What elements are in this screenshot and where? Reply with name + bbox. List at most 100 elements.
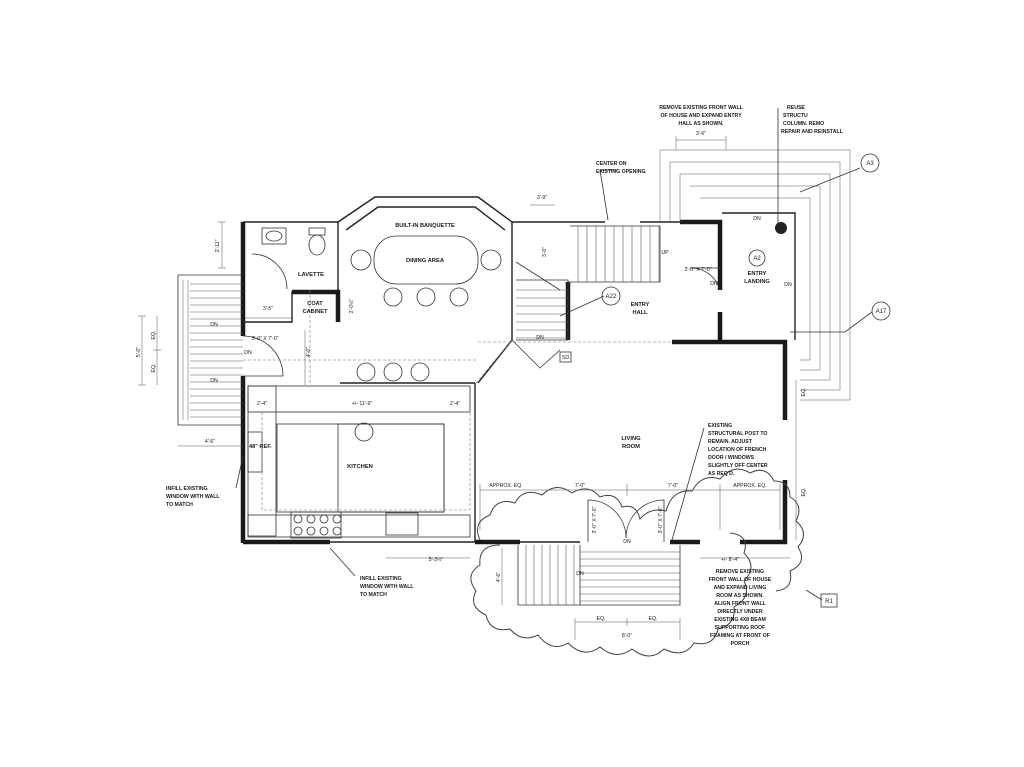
note-line: WINDOW WITH WALL (166, 494, 220, 500)
porch-stair-treads (525, 545, 680, 605)
dim-eq-side1: EQ. (801, 388, 807, 397)
note-line: INFILL EXISTING (166, 486, 208, 492)
dim-2-4-right: 2'-4" (450, 401, 460, 407)
landing-ring-legs (659, 150, 681, 222)
kitchen-fixtures (247, 362, 471, 539)
dimension-labels: 2'-11" 3'-5" 2'-0½" 3'-0" X 7'-0" EQ. EQ… (136, 131, 807, 639)
entry-landing-box (722, 212, 796, 340)
tag-a17: A17 (876, 309, 887, 315)
sink-icon (261, 227, 287, 245)
dim-4-6-porch: 4'-6" (496, 572, 502, 582)
stool-icon (383, 362, 403, 382)
room-living-1: LIVING (621, 436, 641, 442)
leader-infill-bottom (329, 547, 356, 577)
note-line: HALL AS SHOWN. (679, 121, 725, 127)
landing-ring-4 (690, 185, 821, 371)
dim-line-eq (153, 316, 161, 385)
lower-counter-icon (247, 514, 471, 538)
porch-stair-outline (517, 545, 681, 606)
note-line: OF HOUSE AND EXPAND ENTRY (660, 113, 742, 119)
entry-east-wall (680, 219, 723, 290)
note-line: EXISTING OPENING (596, 169, 646, 175)
west-stair (177, 274, 243, 426)
label-sd: SD (562, 355, 569, 361)
dim-2-4-left: 2'-4" (257, 401, 267, 407)
tag-circle (860, 153, 880, 173)
kitchen-sink-icon (385, 512, 419, 536)
dim-5-3h: 5'-3½" (429, 556, 444, 563)
note-remove-living-wall: REMOVE EXISTING FRONT WALL OF HOUSE AND … (709, 569, 772, 647)
note-line: EXISTING (708, 423, 732, 429)
burner-icon (293, 514, 303, 524)
upper-stair-treads (577, 226, 660, 282)
hidden-line-soffit (261, 412, 471, 511)
dim-door-entry: 3'-0" X 7'-0" (684, 267, 711, 273)
section-tags: A3 A17 A2 A22 R1 SD (559, 153, 891, 608)
kitchen-island-overhang (337, 423, 445, 513)
leader-a22 (559, 295, 605, 317)
note-line: STRUCTURAL POST TO (708, 431, 767, 437)
burner-icon (319, 526, 329, 536)
note-reuse-column: REUSE STRUCTU COLUMN. REMO REPAIR AND RE… (781, 105, 844, 135)
room-coat-1: COAT (307, 301, 323, 307)
label-dn-landing-right: DN (784, 282, 792, 288)
dim-approx-eq-l: APPROX. EQ. (489, 483, 522, 489)
dim-eq-porch-l: EQ. (597, 616, 606, 622)
leaders (235, 108, 873, 601)
note-line: LOCATION OF FRENCH (708, 447, 767, 453)
note-line: TO MATCH (360, 592, 387, 598)
note-line: INFILL EXISTING (360, 576, 402, 582)
label-ref: 48" REF. (249, 444, 272, 450)
note-line: REUSE (787, 105, 805, 111)
stair-break-line (515, 261, 561, 291)
dimension-lines (138, 136, 797, 640)
coat-cabinet-wall (292, 289, 341, 322)
note-line: AS REQ'D. (708, 471, 735, 477)
living-revision-cloud (477, 468, 804, 592)
burner-icon (306, 514, 316, 524)
dim-line-5-0 (138, 315, 146, 386)
hidden-lines (243, 290, 672, 511)
upper-counter-icon (247, 385, 471, 413)
revision-clouds (470, 468, 804, 657)
tag-r1: R1 (825, 599, 833, 605)
west-stair-treads (190, 283, 243, 418)
note-line: SUPPORTING ROOF (715, 625, 766, 631)
note-line: REPAIR AND REINSTALL (781, 129, 844, 135)
tag-box (820, 593, 838, 608)
note-line: FRAMING AT FRONT OF (710, 633, 770, 639)
dim-eq-porch-r: EQ. (649, 616, 658, 622)
stool-icon (356, 362, 376, 382)
west-stair-outline (177, 274, 243, 426)
lower-stair-treads (516, 289, 568, 339)
label-up: UP (661, 250, 669, 256)
burner-icon (332, 514, 342, 524)
room-landing-1: ENTRY (748, 271, 767, 277)
french-door-left-swing (587, 499, 627, 542)
dim-door-v2: 3'-0" X 7'-0" (658, 506, 664, 533)
dim-4-0: 4'-0" (306, 347, 312, 357)
note-line: EXISTING 4X8 BEAM (714, 617, 766, 623)
dining-chair-icon (383, 287, 403, 307)
dim-door-left: 3'-0" X 7'-0" (251, 336, 278, 342)
note-line: ROOM AS SHOWN. (716, 593, 764, 599)
note-line: SLIGHTLY OFF CENTER (708, 463, 768, 469)
label-dn-landing-top: DN (753, 216, 761, 222)
note-line: DOOR / WINDOWS (708, 455, 755, 461)
tag-circle (748, 249, 766, 267)
landing-ring-2 (670, 161, 841, 391)
dining-chair-icon (350, 249, 372, 271)
dim-7-0-r: 7'-0" (668, 483, 678, 489)
tag-circle (871, 301, 891, 321)
living-east-wall-lower (740, 480, 788, 545)
landing-step-outlines (659, 149, 851, 401)
tag-a3: A3 (866, 161, 874, 167)
room-banquette: BUILT-IN BANQUETTE (395, 223, 455, 229)
dim-7-0-l: 7'-0" (575, 483, 585, 489)
label-dn-entry: DN (710, 281, 718, 287)
tag-circle (601, 286, 621, 306)
dim-8-0: 8'-0" (622, 633, 632, 639)
note-line: DIRECTLY UNDER (717, 609, 763, 615)
lavette-fixtures (261, 227, 326, 256)
refrigerator-icon (247, 431, 263, 473)
